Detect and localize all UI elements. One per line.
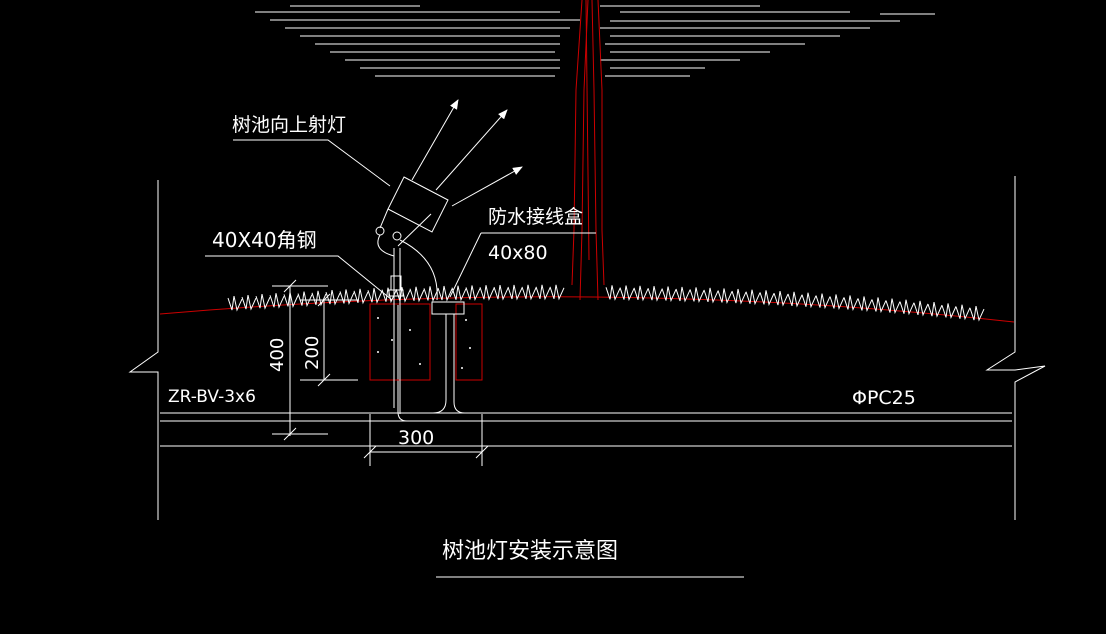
grass-tuft (549, 284, 565, 301)
grass-tuft (409, 286, 425, 303)
grass-tuft (773, 290, 789, 307)
junction-box-size-label: 40x80 (488, 242, 548, 264)
grass-tuft (479, 285, 495, 301)
grass-tuft (759, 290, 775, 306)
grass-tuft (437, 285, 453, 302)
grass-tuft (927, 302, 943, 318)
grass-tuft (829, 294, 845, 311)
grass-tuft (465, 285, 481, 302)
canopy-hatch (255, 5, 935, 77)
box-foundation (455, 303, 483, 381)
concrete-dots (377, 317, 471, 369)
grass-tuft (731, 288, 747, 305)
grass-tuft (661, 286, 677, 303)
grass-tuft (507, 284, 523, 301)
angle-steel-label: 40X40角钢 (212, 228, 317, 252)
grass-tuft (423, 286, 439, 302)
grass-tuft (815, 293, 831, 310)
light-rays (411, 99, 523, 207)
uplight-fixture (375, 176, 449, 301)
grass-tuft (353, 288, 369, 305)
dim-400 (272, 279, 328, 441)
grass-tuft (605, 285, 621, 301)
grass-tuft (297, 291, 313, 308)
grass-tuft (857, 296, 873, 313)
dim-200 (300, 293, 358, 387)
grass-tuft (367, 288, 383, 304)
dim-200-label: 200 (302, 336, 323, 370)
grass-tuft (941, 303, 957, 319)
dim-300 (363, 414, 489, 466)
grass-tuft (395, 287, 411, 303)
grass-tuft (913, 300, 929, 317)
tree-trunk (571, 0, 605, 301)
conduit (160, 305, 1012, 447)
grass-tuft (885, 298, 901, 315)
grass (227, 284, 985, 322)
grass-tuft (633, 285, 649, 302)
grass-tuft (269, 293, 285, 309)
grass-tuft (717, 288, 733, 305)
grass-tuft (955, 304, 971, 321)
grass-tuft (969, 305, 985, 322)
grass-tuft (255, 294, 271, 310)
grass-tuft (521, 284, 537, 301)
grass-tuft (871, 297, 887, 314)
ground-surface (159, 296, 1015, 323)
junction-box-label: 防水接线盒 (488, 206, 583, 228)
cable-label: ZR-BV-3x6 (168, 387, 256, 407)
grass-tuft (241, 294, 257, 311)
grass-tuft (675, 286, 691, 303)
angle-steel-post (388, 248, 404, 414)
right-boundary (985, 176, 1046, 520)
grass-tuft (801, 292, 817, 309)
dim-400-label: 400 (267, 338, 288, 372)
dim-300-label: 300 (398, 427, 434, 449)
grass-tuft (535, 284, 551, 301)
left-boundary (128, 180, 159, 520)
grass-tuft (619, 285, 635, 302)
grass-tuft (381, 287, 397, 304)
conduit-label: ΦPC25 (852, 387, 916, 409)
diagram-title: 树池灯安装示意图 (442, 539, 618, 564)
grass-tuft (227, 295, 243, 312)
grass-tuft (689, 287, 705, 303)
grass-tuft (899, 299, 915, 316)
grass-tuft (703, 287, 719, 304)
grass-tuft (843, 295, 859, 312)
grass-tuft (787, 291, 803, 308)
grass-tuft (647, 286, 663, 302)
grass-tuft (745, 289, 761, 306)
grass-tuft (451, 285, 467, 302)
leader-lines (205, 139, 596, 301)
uplight-label: 树池向上射灯 (232, 114, 346, 136)
grass-tuft (493, 284, 509, 301)
junction-box (431, 301, 465, 315)
